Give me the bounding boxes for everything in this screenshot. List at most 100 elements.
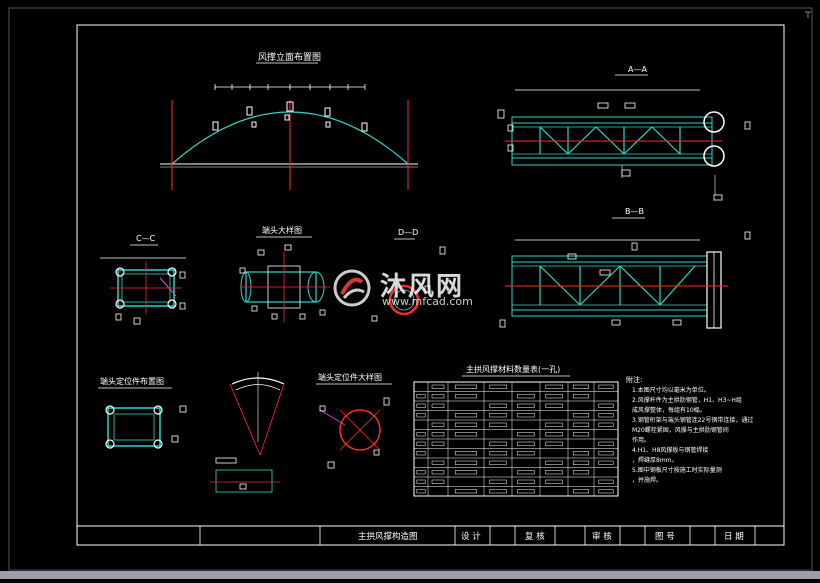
table-cell-mark (598, 413, 614, 418)
table-cell-mark (517, 403, 535, 408)
elevation-title: 风撑立面布置图 (258, 51, 321, 63)
table-cell-mark (517, 432, 535, 437)
watermark: 沐风网 www.mfcad.com (330, 266, 500, 312)
elevation-view: 风撑立面布置图 (160, 51, 418, 190)
table-cell-mark (598, 460, 614, 465)
table-cell-mark (489, 489, 507, 494)
node-position-detail-view: 端头定位件大样图 (316, 372, 392, 469)
table-cell-mark (431, 479, 445, 484)
note-line: 成风撑整体，每组有10榀。 (632, 406, 706, 414)
table-cell-mark (572, 394, 590, 399)
table-cell-mark (431, 441, 445, 446)
title-block: 主拱风撑构造图 设 计 复 核 审 核 图 号 日 期 (76, 525, 785, 546)
section-bb-label: B—B (625, 207, 644, 216)
table-cell-mark (545, 479, 563, 484)
table-cell-mark (517, 394, 535, 399)
dd-pipe-circle (388, 284, 420, 316)
table-cell-mark (598, 451, 614, 456)
table-cell-mark (416, 470, 426, 475)
table-cell-mark (545, 470, 563, 475)
note-line: 5.图中钢板尺寸按施工时实际量测 (632, 466, 722, 474)
table-cell-mark (416, 441, 426, 446)
table-cell-mark (572, 451, 590, 456)
table-cell-mark (572, 489, 590, 494)
table-cell-mark (572, 432, 590, 437)
table-cell-mark (416, 394, 426, 399)
node-position-view: 端头定位件布置图 (98, 376, 187, 449)
position-pipe-circle (339, 409, 381, 451)
review-label: 复 核 (525, 531, 545, 542)
material-table-title: 主拱风撑材料数量表(一孔) (466, 364, 560, 374)
outer-sheet-border (8, 7, 813, 571)
table-cell-mark (489, 384, 507, 389)
table-cell-mark (545, 394, 563, 399)
node-detail-title: 端头大样图 (262, 225, 302, 235)
note-line: M20螺栓紧固，风撑与主拱肋钢管间 (632, 426, 729, 434)
table-cell-mark (416, 403, 426, 408)
section-dd-view: D—D (371, 228, 446, 322)
design-label: 设 计 (461, 531, 481, 542)
note-line: ，并施焊。 (632, 476, 662, 484)
table-cell-mark (454, 432, 478, 437)
table-cell-mark (431, 460, 445, 465)
note-line: 1.本图尺寸均以毫米为单位。 (632, 386, 710, 394)
drawing-no-label: 图 号 (655, 532, 675, 542)
watermark-logo-icon (333, 269, 371, 307)
note-line: 作用。 (632, 436, 650, 444)
table-cell-mark (517, 451, 535, 456)
table-cell-mark (545, 403, 563, 408)
table-cell-mark (416, 413, 426, 418)
note-line: 4.H1、H8风撑板与钢管焊接 (632, 446, 708, 454)
date-label: 日 期 (724, 532, 744, 542)
table-cell-mark (489, 479, 507, 484)
notes-block: 附注: 1.本图尺寸均以毫米为单位。2.风撑杆件为主拱肋钢管，H1、H3~H组成… (626, 375, 753, 484)
section-bb-view: B—B (499, 207, 751, 329)
drawing-name: 主拱风撑构造图 (358, 531, 418, 542)
table-cell-mark (431, 394, 445, 399)
section-cc-view: C—C (100, 234, 186, 325)
status-strip (0, 571, 820, 579)
table-cell-mark (517, 489, 535, 494)
table-cell-mark (545, 384, 563, 389)
table-cell-mark (431, 432, 445, 437)
table-cell-mark (431, 470, 445, 475)
table-cell-mark (454, 394, 478, 399)
table-cell-mark (545, 460, 563, 465)
table-cell-mark (489, 422, 507, 427)
table-cell-mark (517, 441, 535, 446)
table-cell-mark (454, 422, 478, 427)
table-cell-mark (489, 460, 507, 465)
table-cell-mark (489, 413, 507, 418)
node-position-detail-title: 端头定位件大样图 (318, 372, 382, 382)
table-cell-mark (572, 422, 590, 427)
table-cell-mark (517, 470, 535, 475)
table-cell-mark (454, 489, 478, 494)
table-cell-mark (598, 422, 614, 427)
table-cell-mark (572, 460, 590, 465)
table-cell-mark (416, 489, 426, 494)
note-line: ，焊缝厚8mm。 (632, 456, 678, 464)
chord-pipe-circle (703, 145, 725, 167)
table-cell-mark (517, 413, 535, 418)
table-cell-mark (489, 441, 507, 446)
table-cell-mark (598, 384, 614, 389)
section-aa-label: A—A (628, 65, 647, 74)
table-cell-mark (431, 384, 445, 389)
table-cell-mark (572, 470, 590, 475)
watermark-url: www.mfcad.com (382, 295, 473, 308)
node-position-title: 端头定位件布置图 (100, 376, 164, 386)
section-aa-view: A—A (497, 65, 751, 201)
table-cell-mark (598, 441, 614, 446)
table-cell-mark (598, 479, 614, 484)
notes-heading: 附注: (626, 375, 642, 384)
table-cell-mark (489, 403, 507, 408)
table-cell-mark (545, 422, 563, 427)
table-cell-mark (454, 384, 478, 389)
table-cell-mark (454, 413, 478, 418)
table-cell-mark (598, 489, 614, 494)
table-cell-mark (431, 422, 445, 427)
table-cell-mark (572, 384, 590, 389)
section-dd-label: D—D (398, 228, 418, 237)
